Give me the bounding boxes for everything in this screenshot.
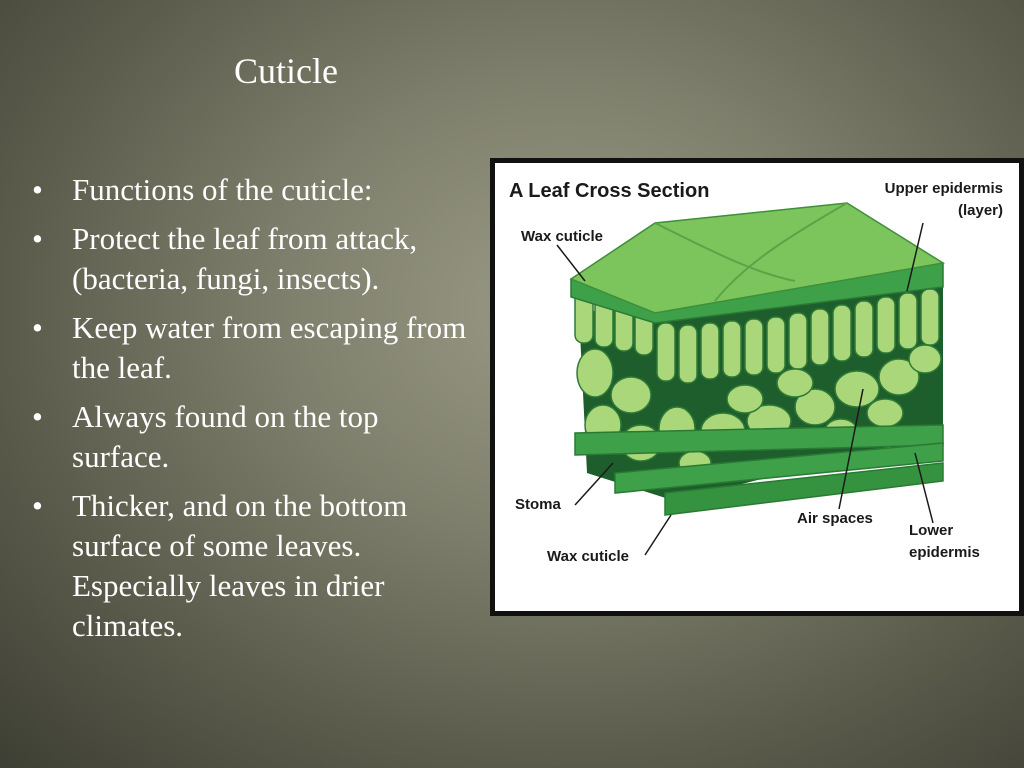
- slide-title: Cuticle: [234, 51, 338, 91]
- label-lower-epidermis: Lower: [909, 522, 953, 539]
- label-air-spaces: Air spaces: [797, 510, 873, 527]
- bullet-item: Functions of the cuticle:: [28, 170, 473, 210]
- label-lower-epidermis-2: epidermis: [909, 544, 980, 561]
- label-upper-epidermis: Upper epidermis: [885, 180, 1003, 197]
- bullet-item: Keep water from escaping from the leaf.: [28, 308, 473, 388]
- leaf-cross-section-figure: A Leaf Cross Section Wax cuticle Upper e…: [490, 158, 1024, 616]
- diagram-title: A Leaf Cross Section: [509, 180, 709, 202]
- leaf-diagram: A Leaf Cross Section Wax cuticle Upper e…: [509, 180, 1003, 565]
- label-upper-epidermis-layer: (layer): [958, 202, 1003, 219]
- bullet-item: Protect the leaf from attack, (bacteria,…: [28, 219, 473, 299]
- bullet-item: Always found on the top surface.: [28, 397, 473, 477]
- pointer-lines: [556, 222, 934, 556]
- label-wax-cuticle-top: Wax cuticle: [521, 228, 603, 245]
- bullet-item: Thicker, and on the bottom surface of so…: [28, 486, 473, 646]
- label-stoma: Stoma: [515, 496, 562, 513]
- label-wax-cuticle-bottom: Wax cuticle: [547, 548, 629, 565]
- bullet-list: Functions of the cuticle: Protect the le…: [28, 170, 473, 655]
- leaf-top-surface: [569, 202, 946, 314]
